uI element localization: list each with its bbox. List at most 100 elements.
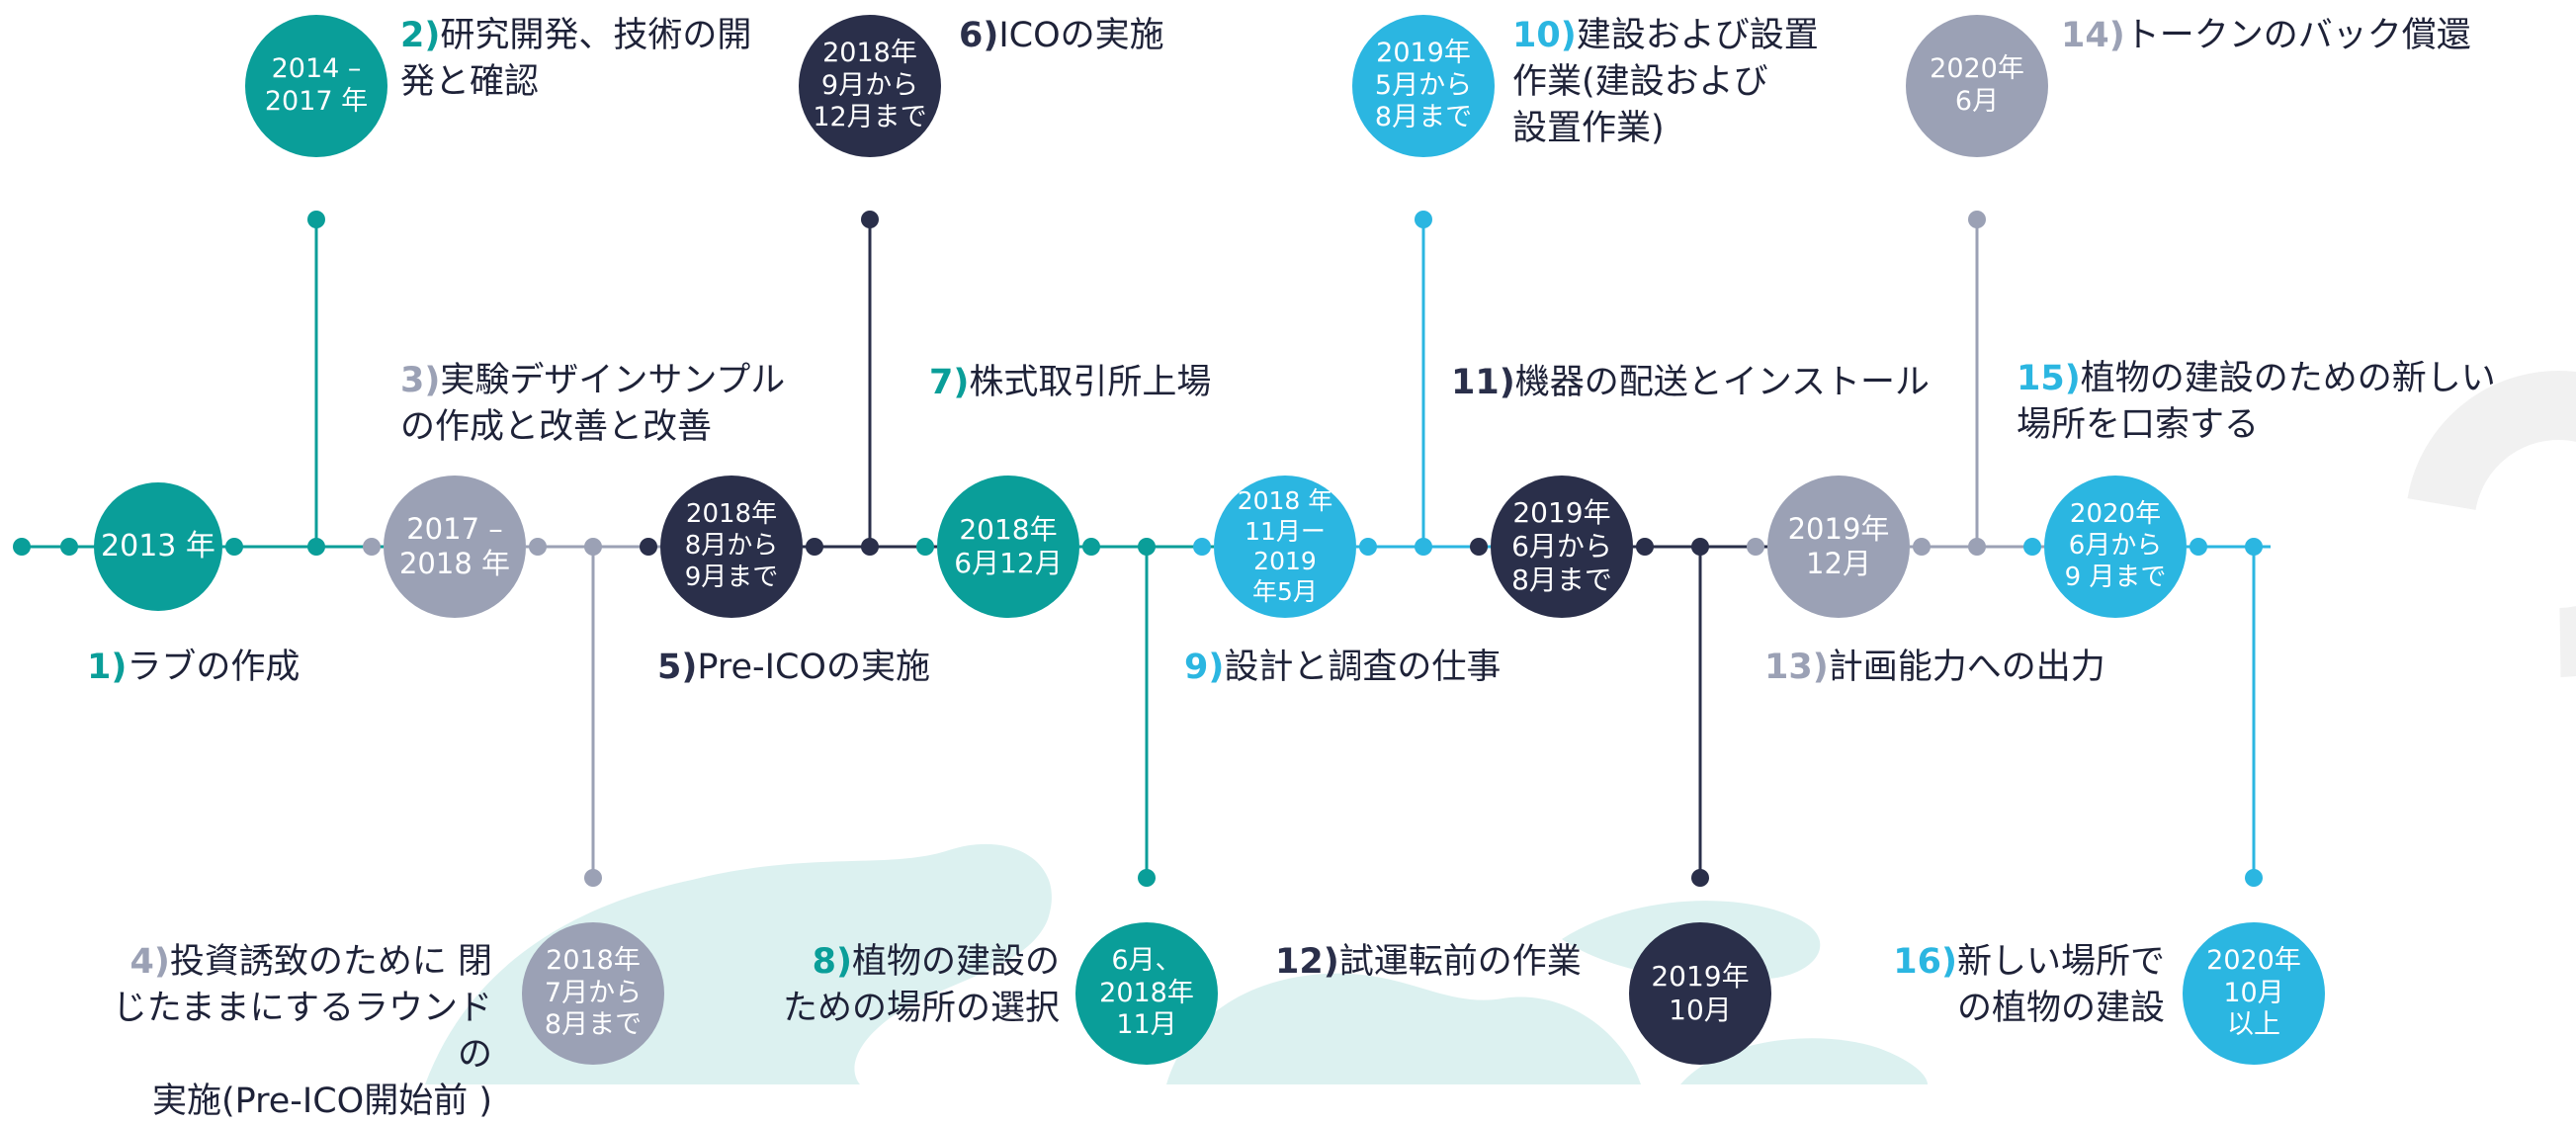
milestone-number: 12) (1275, 942, 1339, 982)
branch-end-dot (584, 869, 602, 887)
milestone-text: 計画能力への出力 (1828, 648, 2105, 687)
milestone-label: 14)トークンのバック償還 (2061, 13, 2471, 59)
timeline-dot (1913, 538, 1931, 556)
milestone-date: 2019年 10月 (1651, 959, 1750, 1026)
junction-dot (1138, 538, 1156, 556)
milestone-label: 15)植物の建設のための新しい 場所を口索する (2017, 356, 2496, 449)
branch-end-dot (1138, 869, 1156, 887)
milestone-text: 研究開発、技術の開 発と確認 (400, 16, 752, 102)
milestone-label: 2)研究開発、技術の開 発と確認 (400, 13, 751, 106)
milestone-label: 13)計画能力への出力 (1764, 645, 2105, 691)
milestone-label: 4)投資誘致のために 閉 じたままにするラウンドの 実施(Pre-ICO開始前 … (87, 939, 492, 1125)
timeline-dot (60, 538, 78, 556)
milestone-date: 2020年 6月から 9 月まで (2064, 499, 2167, 592)
milestone-date-circle: 2019年 6月から 8月まで (1491, 476, 1633, 618)
junction-dot (1415, 538, 1432, 556)
milestone-date-circle: 2019年 5月から 8月まで (1352, 15, 1495, 157)
milestone-number: 5) (657, 648, 698, 687)
timeline-dot (13, 538, 31, 556)
milestone-date: 6月、 2018年 11月 (1099, 944, 1194, 1041)
timeline-dot (2190, 538, 2207, 556)
milestone-number: 4) (129, 942, 170, 982)
milestone-date: 2018 年 11月ー 2019 年5月 (1237, 486, 1333, 606)
milestone-text: 試運転前の作業 (1338, 942, 1582, 982)
milestone-text: 機器の配送とインストール (1514, 363, 1931, 402)
branch-end-dot (861, 211, 879, 228)
milestone-number: 8) (812, 942, 852, 982)
milestone-text: トークンのバック償還 (2124, 16, 2471, 55)
branch-end-dot (1691, 869, 1709, 887)
milestone-number: 16) (1893, 942, 1957, 982)
milestone-date-circle: 2018年 9月から 12月まで (799, 15, 941, 157)
milestone-label: 16)新しい場所で の植物の建設 (1878, 939, 2165, 1032)
milestone-date: 2020年 6月 (1930, 53, 2024, 117)
milestone-number: 2) (400, 16, 441, 55)
milestone-label: 1)ラブの作成 (87, 645, 300, 691)
milestone-date: 2019年 5月から 8月まで (1374, 37, 1473, 133)
timeline-dot (1747, 538, 1764, 556)
milestone-date: 2020年 10月 以上 (2206, 944, 2301, 1041)
milestone-date-circle: 2014 – 2017 年 (245, 15, 387, 157)
milestone-text: 実験デザインサンプル の作成と改善と改善 (400, 361, 786, 447)
milestone-text: 植物の建設のための新しい 場所を口索する (2017, 359, 2496, 445)
milestone-date: 2014 – 2017 年 (264, 53, 369, 117)
timeline-dot (1359, 538, 1377, 556)
milestone-date: 2019年 6月から 8月まで (1511, 495, 1612, 597)
milestone-label: 7)株式取引所上場 (929, 360, 1211, 406)
milestone-label: 3)実験デザインサンプル の作成と改善と改善 (400, 358, 785, 451)
milestone-date-circle: 2018 年 11月ー 2019 年5月 (1214, 476, 1356, 618)
milestone-label: 12)試運転前の作業 (1275, 939, 1582, 986)
milestone-text: 新しい場所で の植物の建設 (1956, 942, 2165, 1028)
milestone-date-circle: 2020年 6月から 9 月まで (2044, 476, 2187, 618)
milestone-date: 2018年 6月12月 (954, 512, 1063, 579)
milestone-text: 設計と調査の仕事 (1224, 648, 1502, 687)
milestone-number: 1) (87, 648, 128, 687)
timeline-dot (806, 538, 823, 556)
milestone-text: Pre-ICOの実施 (697, 648, 930, 687)
milestone-number: 15) (2017, 359, 2081, 398)
milestone-number: 7) (929, 363, 970, 402)
milestone-label: 5)Pre-ICOの実施 (657, 645, 930, 691)
timeline-dot (640, 538, 657, 556)
branch-end-dot (307, 211, 325, 228)
branch-end-dot (1415, 211, 1432, 228)
milestone-label: 10)建設および設置 作業(建設および 設置作業) (1512, 13, 1819, 152)
milestone-number: 11) (1451, 363, 1515, 402)
timeline-dot (916, 538, 934, 556)
milestone-date-circle: 6月、 2018年 11月 (1075, 922, 1218, 1065)
milestone-text: 植物の建設の ための場所の選択 (782, 942, 1060, 1028)
milestone-label: 6)ICOの実施 (959, 13, 1164, 59)
milestone-number: 13) (1764, 648, 1829, 687)
milestone-date-circle: 2019年 12月 (1767, 476, 1910, 618)
timeline-dot (1082, 538, 1100, 556)
junction-dot (307, 538, 325, 556)
milestone-date: 2017 – 2018 年 (398, 511, 511, 580)
timeline-dot (1636, 538, 1654, 556)
milestone-number: 6) (959, 16, 999, 55)
milestone-date: 2018年 8月から 9月まで (684, 499, 779, 592)
branch-end-dot (2245, 869, 2263, 887)
milestone-date-circle: 2020年 6月 (1906, 15, 2048, 157)
milestone-text: ICOの実施 (998, 16, 1164, 55)
milestone-date-circle: 2020年 10月 以上 (2183, 922, 2325, 1065)
junction-dot (1691, 538, 1709, 556)
timeline-dot (2023, 538, 2041, 556)
milestone-date-circle: 2019年 10月 (1629, 922, 1771, 1065)
milestone-date-circle: 2017 – 2018 年 (384, 476, 526, 618)
timeline-dot (1470, 538, 1488, 556)
milestone-text: 株式取引所上場 (969, 363, 1212, 402)
junction-dot (1968, 538, 1986, 556)
timeline-dot (363, 538, 381, 556)
milestone-date: 2018年 7月から 8月まで (544, 944, 643, 1041)
timeline-connectors (13, 211, 2271, 887)
milestone-date-circle: 2018年 6月12月 (937, 476, 1079, 618)
milestone-label: 8)植物の建設の ための場所の選択 (743, 939, 1060, 1032)
milestone-number: 9) (1184, 648, 1225, 687)
timeline-dot (529, 538, 547, 556)
milestone-label: 11)機器の配送とインストール (1451, 360, 1930, 406)
milestone-number: 10) (1512, 16, 1577, 55)
milestone-label: 9)設計と調査の仕事 (1184, 645, 1501, 691)
milestone-date-circle: 2013 年 (94, 482, 222, 611)
timeline-dot (1193, 538, 1211, 556)
milestone-text: 投資誘致のために 閉 じたままにするラウンドの 実施(Pre-ICO開始前 ) (112, 942, 492, 1121)
